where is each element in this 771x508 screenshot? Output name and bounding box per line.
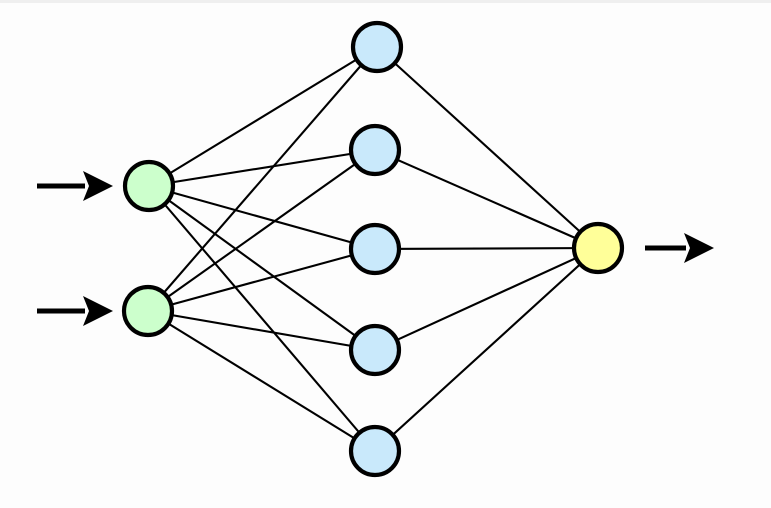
io-arrows-group [37, 171, 714, 326]
edge-i1-h5 [148, 185, 376, 452]
edge-i1-h1 [148, 46, 378, 187]
edge-h2-o1 [374, 149, 599, 249]
hidden-node-5[interactable] [348, 424, 402, 478]
input-node-2[interactable] [121, 284, 175, 338]
hidden-node-2[interactable] [348, 123, 402, 177]
input-arrow-2-head [83, 296, 113, 326]
hidden-node-1[interactable] [350, 20, 404, 74]
edge-h1-o1 [376, 46, 599, 249]
input-node-1[interactable] [122, 159, 176, 213]
output-node-1[interactable] [571, 221, 625, 275]
edge-i2-h2 [147, 149, 376, 312]
hidden-node-4[interactable] [348, 323, 402, 377]
input-arrow-1-head [83, 171, 113, 201]
edge-h3-o1 [374, 246, 599, 251]
edge-i2-h4 [147, 309, 376, 352]
edge-h4-o1 [374, 247, 599, 351]
edge-i2-h3 [147, 247, 376, 313]
edge-i1-h3 [148, 184, 376, 251]
output-arrow-1-head [684, 233, 714, 263]
edges-group [147, 46, 599, 452]
nodes-group [121, 20, 625, 478]
top-edge-band [0, 0, 771, 3]
edge-i2-h1 [147, 46, 378, 312]
edge-i2-h5 [147, 310, 376, 452]
edge-h5-o1 [374, 247, 599, 452]
hidden-node-3[interactable] [348, 222, 402, 276]
edge-i1-h4 [148, 185, 376, 351]
edge-i1-h2 [148, 148, 376, 188]
